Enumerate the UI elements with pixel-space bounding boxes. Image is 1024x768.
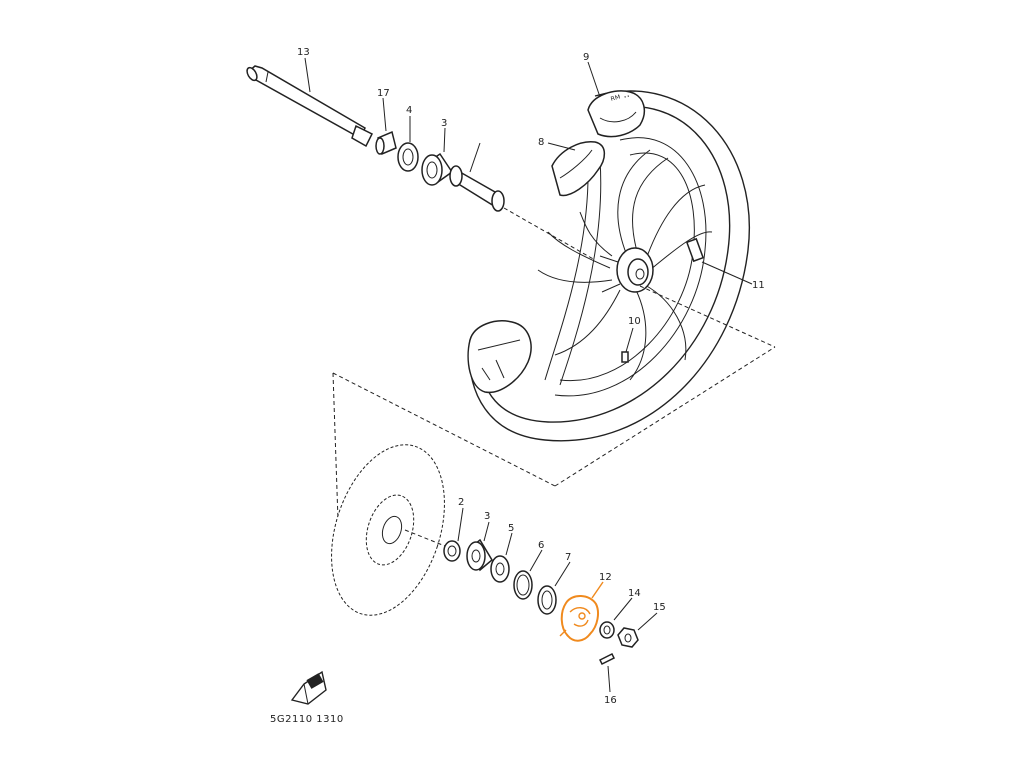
label-7: 7	[565, 552, 571, 563]
label-15: 15	[653, 602, 666, 613]
wheel-spokes	[537, 149, 713, 381]
label-3-bottom: 3	[484, 511, 490, 522]
label-17: 17	[377, 88, 390, 99]
assembly-outline	[332, 285, 776, 521]
washer-14[interactable]	[599, 621, 615, 639]
tube-cutaway[interactable]	[551, 141, 606, 197]
tire-sidewall-text: ᴿᴹ ··	[610, 91, 632, 107]
tire-cutaway[interactable]	[467, 90, 646, 394]
drawing-code: 5G2110 1310	[270, 714, 344, 725]
label-9: 9	[583, 52, 589, 63]
label-13: 13	[297, 47, 310, 58]
manual-logo-icon	[290, 670, 327, 705]
oil-seal-bottom[interactable]	[490, 555, 510, 583]
label-11: 11	[752, 280, 765, 291]
oil-seal-7[interactable]	[537, 585, 557, 615]
label-14: 14	[628, 588, 641, 599]
label-6: 6	[538, 540, 544, 551]
nut-15[interactable]	[617, 627, 639, 648]
label-12: 12	[599, 572, 612, 583]
brake-disc[interactable]	[311, 430, 464, 630]
collar-17[interactable]	[375, 130, 397, 156]
axle[interactable]	[245, 65, 374, 148]
label-8: 8	[538, 137, 544, 148]
bearing-top[interactable]	[421, 152, 454, 186]
meter-gear-unit[interactable]	[559, 595, 599, 642]
cotter-pin-16[interactable]	[598, 652, 616, 666]
label-3-top: 3	[441, 118, 447, 129]
bearing-bottom-3[interactable]	[466, 538, 493, 572]
balance-weight-10[interactable]	[621, 351, 629, 363]
label-10: 10	[628, 316, 641, 327]
wheel-hub[interactable]	[599, 247, 654, 293]
label-4: 4	[406, 105, 412, 116]
wheel-rim[interactable]	[468, 90, 750, 442]
label-16: 16	[604, 695, 617, 706]
circlip[interactable]	[513, 570, 533, 600]
oil-seal-top[interactable]	[397, 142, 419, 172]
label-5: 5	[508, 523, 514, 534]
label-2: 2	[458, 497, 464, 508]
bearing-bottom-2[interactable]	[443, 540, 461, 562]
spacer[interactable]	[449, 165, 505, 212]
valve-11[interactable]	[685, 237, 705, 263]
